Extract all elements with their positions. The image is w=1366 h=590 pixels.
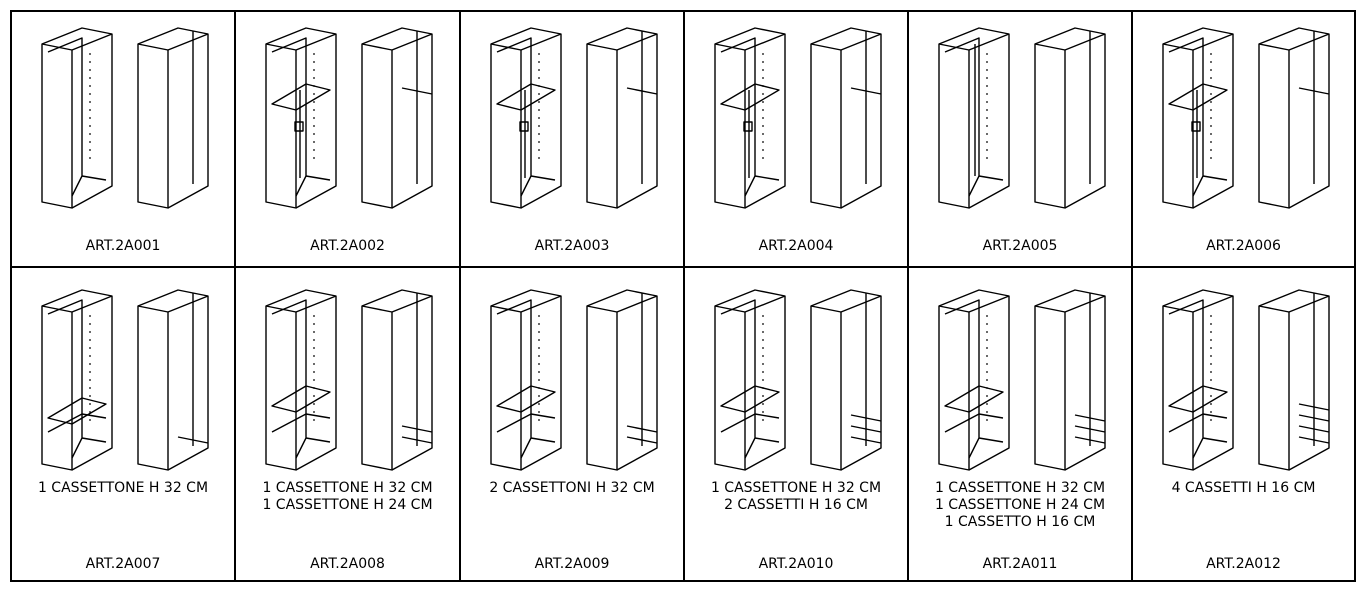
article-cell: ART.2A001 xyxy=(12,12,234,266)
article-code: ART.2A009 xyxy=(534,556,610,572)
cabinet-illustration xyxy=(938,27,1106,209)
closed-cabinet-drawing xyxy=(361,289,433,471)
description-line: 1 CASSETTONE H 32 CM xyxy=(710,480,882,496)
closed-cabinet-drawing xyxy=(1258,289,1330,471)
description-line: 1 CASSETTONE H 32 CM xyxy=(934,480,1106,496)
description-line: 1 CASSETTONE H 32 CM xyxy=(37,480,209,496)
description-line: 1 CASSETTONE H 32 CM xyxy=(262,480,433,496)
open-cabinet-drawing xyxy=(714,289,786,471)
article-code: ART.2A006 xyxy=(1206,238,1281,254)
cabinet-illustration xyxy=(714,27,882,209)
article-code: ART.2A008 xyxy=(310,556,385,572)
open-cabinet-drawing xyxy=(1162,289,1234,471)
article-code: ART.2A003 xyxy=(534,238,610,254)
cabinet-illustration xyxy=(1162,289,1330,471)
description-line: 1 CASSETTONE H 24 CM xyxy=(262,497,433,513)
description-line: 1 CASSETTO H 16 CM xyxy=(944,514,1096,530)
closed-cabinet-drawing xyxy=(1258,27,1330,209)
article-code: ART.2A002 xyxy=(310,238,385,254)
cabinet-illustration xyxy=(41,27,209,209)
article-cell: 2 CASSETTONI H 32 CM ART.2A009 xyxy=(459,266,683,580)
open-cabinet-drawing xyxy=(1162,27,1234,209)
description-line: 4 CASSETTI H 16 CM xyxy=(1171,480,1316,496)
description-line: 2 CASSETTI H 16 CM xyxy=(724,497,868,513)
cabinet-illustration xyxy=(41,289,209,471)
article-cell: 1 CASSETTONE H 32 CM ART.2A007 xyxy=(12,266,234,580)
article-code: ART.2A004 xyxy=(758,238,834,254)
cabinet-illustration xyxy=(490,27,658,209)
article-cell: ART.2A002 xyxy=(234,12,459,266)
cabinet-illustration xyxy=(1162,27,1330,209)
open-cabinet-drawing xyxy=(265,289,337,471)
article-description: 2 CASSETTONI H 32 CM xyxy=(461,480,683,497)
closed-cabinet-drawing xyxy=(1034,27,1106,209)
cabinet-illustration xyxy=(265,289,433,471)
article-code: ART.2A005 xyxy=(982,238,1058,254)
article-cell: ART.2A005 xyxy=(907,12,1131,266)
open-cabinet-drawing xyxy=(265,27,337,209)
open-cabinet-drawing xyxy=(490,289,562,471)
cabinet-illustration xyxy=(714,289,882,471)
article-code: ART.2A012 xyxy=(1206,556,1281,572)
closed-cabinet-drawing xyxy=(810,289,882,471)
article-cell: ART.2A006 xyxy=(1131,12,1354,266)
closed-cabinet-drawing xyxy=(1034,289,1106,471)
cabinet-illustration xyxy=(490,289,658,471)
article-code: ART.2A010 xyxy=(758,556,834,572)
description-line: 1 CASSETTONE H 24 CM xyxy=(934,497,1106,513)
closed-cabinet-drawing xyxy=(361,27,433,209)
closed-cabinet-drawing xyxy=(586,27,658,209)
closed-cabinet-drawing xyxy=(810,27,882,209)
open-cabinet-drawing xyxy=(938,27,1010,209)
article-code: ART.2A007 xyxy=(85,556,161,572)
cabinet-illustration xyxy=(265,27,433,209)
open-cabinet-drawing xyxy=(938,289,1010,471)
article-cell: 4 CASSETTI H 16 CM ART.2A012 xyxy=(1131,266,1354,580)
article-code: ART.2A001 xyxy=(85,238,161,254)
closed-cabinet-drawing xyxy=(137,27,209,209)
open-cabinet-drawing xyxy=(41,27,113,209)
open-cabinet-drawing xyxy=(714,27,786,209)
cabinet-illustration xyxy=(938,289,1106,471)
article-code: ART.2A011 xyxy=(982,556,1058,572)
article-description: 1 CASSETTONE H 32 CM xyxy=(12,480,234,497)
open-cabinet-drawing xyxy=(490,27,562,209)
open-cabinet-drawing xyxy=(41,289,113,471)
article-cell: ART.2A004 xyxy=(683,12,907,266)
article-cell: ART.2A003 xyxy=(459,12,683,266)
closed-cabinet-drawing xyxy=(586,289,658,471)
closed-cabinet-drawing xyxy=(137,289,209,471)
description-line: 2 CASSETTONI H 32 CM xyxy=(489,480,655,496)
article-description: 4 CASSETTI H 16 CM xyxy=(1133,480,1354,497)
